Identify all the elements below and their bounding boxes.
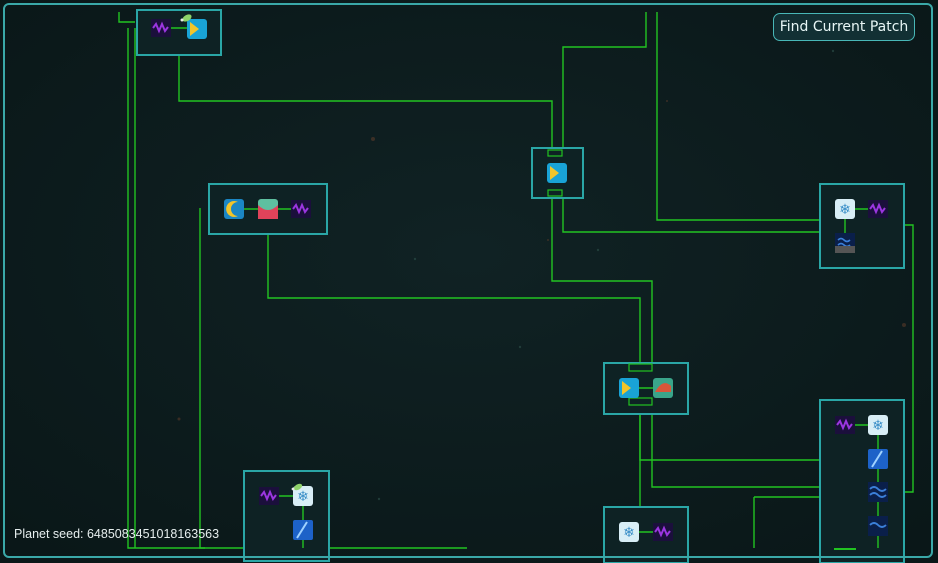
player-location-leaf-icon (291, 483, 303, 491)
background-dots (377, 49, 835, 501)
patch-group-top-left[interactable] (136, 9, 222, 56)
patch-frame (136, 9, 222, 56)
svg-text:❄: ❄ (839, 202, 851, 218)
patch-frame (819, 183, 905, 269)
patch-group-left[interactable] (208, 183, 328, 235)
patch-group-bottom-left[interactable]: ❄ (243, 470, 330, 562)
wave-patch-icon[interactable] (868, 482, 888, 502)
patch-group-bottom-right[interactable]: ❄ (819, 399, 905, 563)
patch-frame (603, 506, 689, 563)
snowflake-patch-icon[interactable] (868, 415, 888, 435)
patch-group-right[interactable]: ❄ (819, 183, 905, 269)
planet-seed-label: Planet seed: 6485083451018163563 (14, 527, 220, 541)
snowflake-patch-icon[interactable] (835, 199, 855, 219)
background-particles (177, 100, 906, 421)
patch-frame (243, 470, 330, 562)
patch-frame (819, 399, 905, 563)
svg-text:❄: ❄ (623, 525, 635, 541)
player-location-leaf-icon (180, 14, 192, 22)
patch-connections (118, 12, 914, 549)
svg-text:❄: ❄ (872, 418, 884, 434)
snowflake-patch-icon[interactable] (619, 522, 639, 542)
patch-group-middle[interactable] (603, 362, 689, 415)
patch-group-bottom-center[interactable]: ❄ (603, 506, 689, 563)
patch-group-center[interactable] (531, 147, 584, 199)
find-current-patch-button[interactable]: Find Current Patch (773, 13, 915, 41)
svg-text:❄: ❄ (297, 489, 309, 505)
snowflake-patch-icon[interactable] (293, 486, 313, 506)
